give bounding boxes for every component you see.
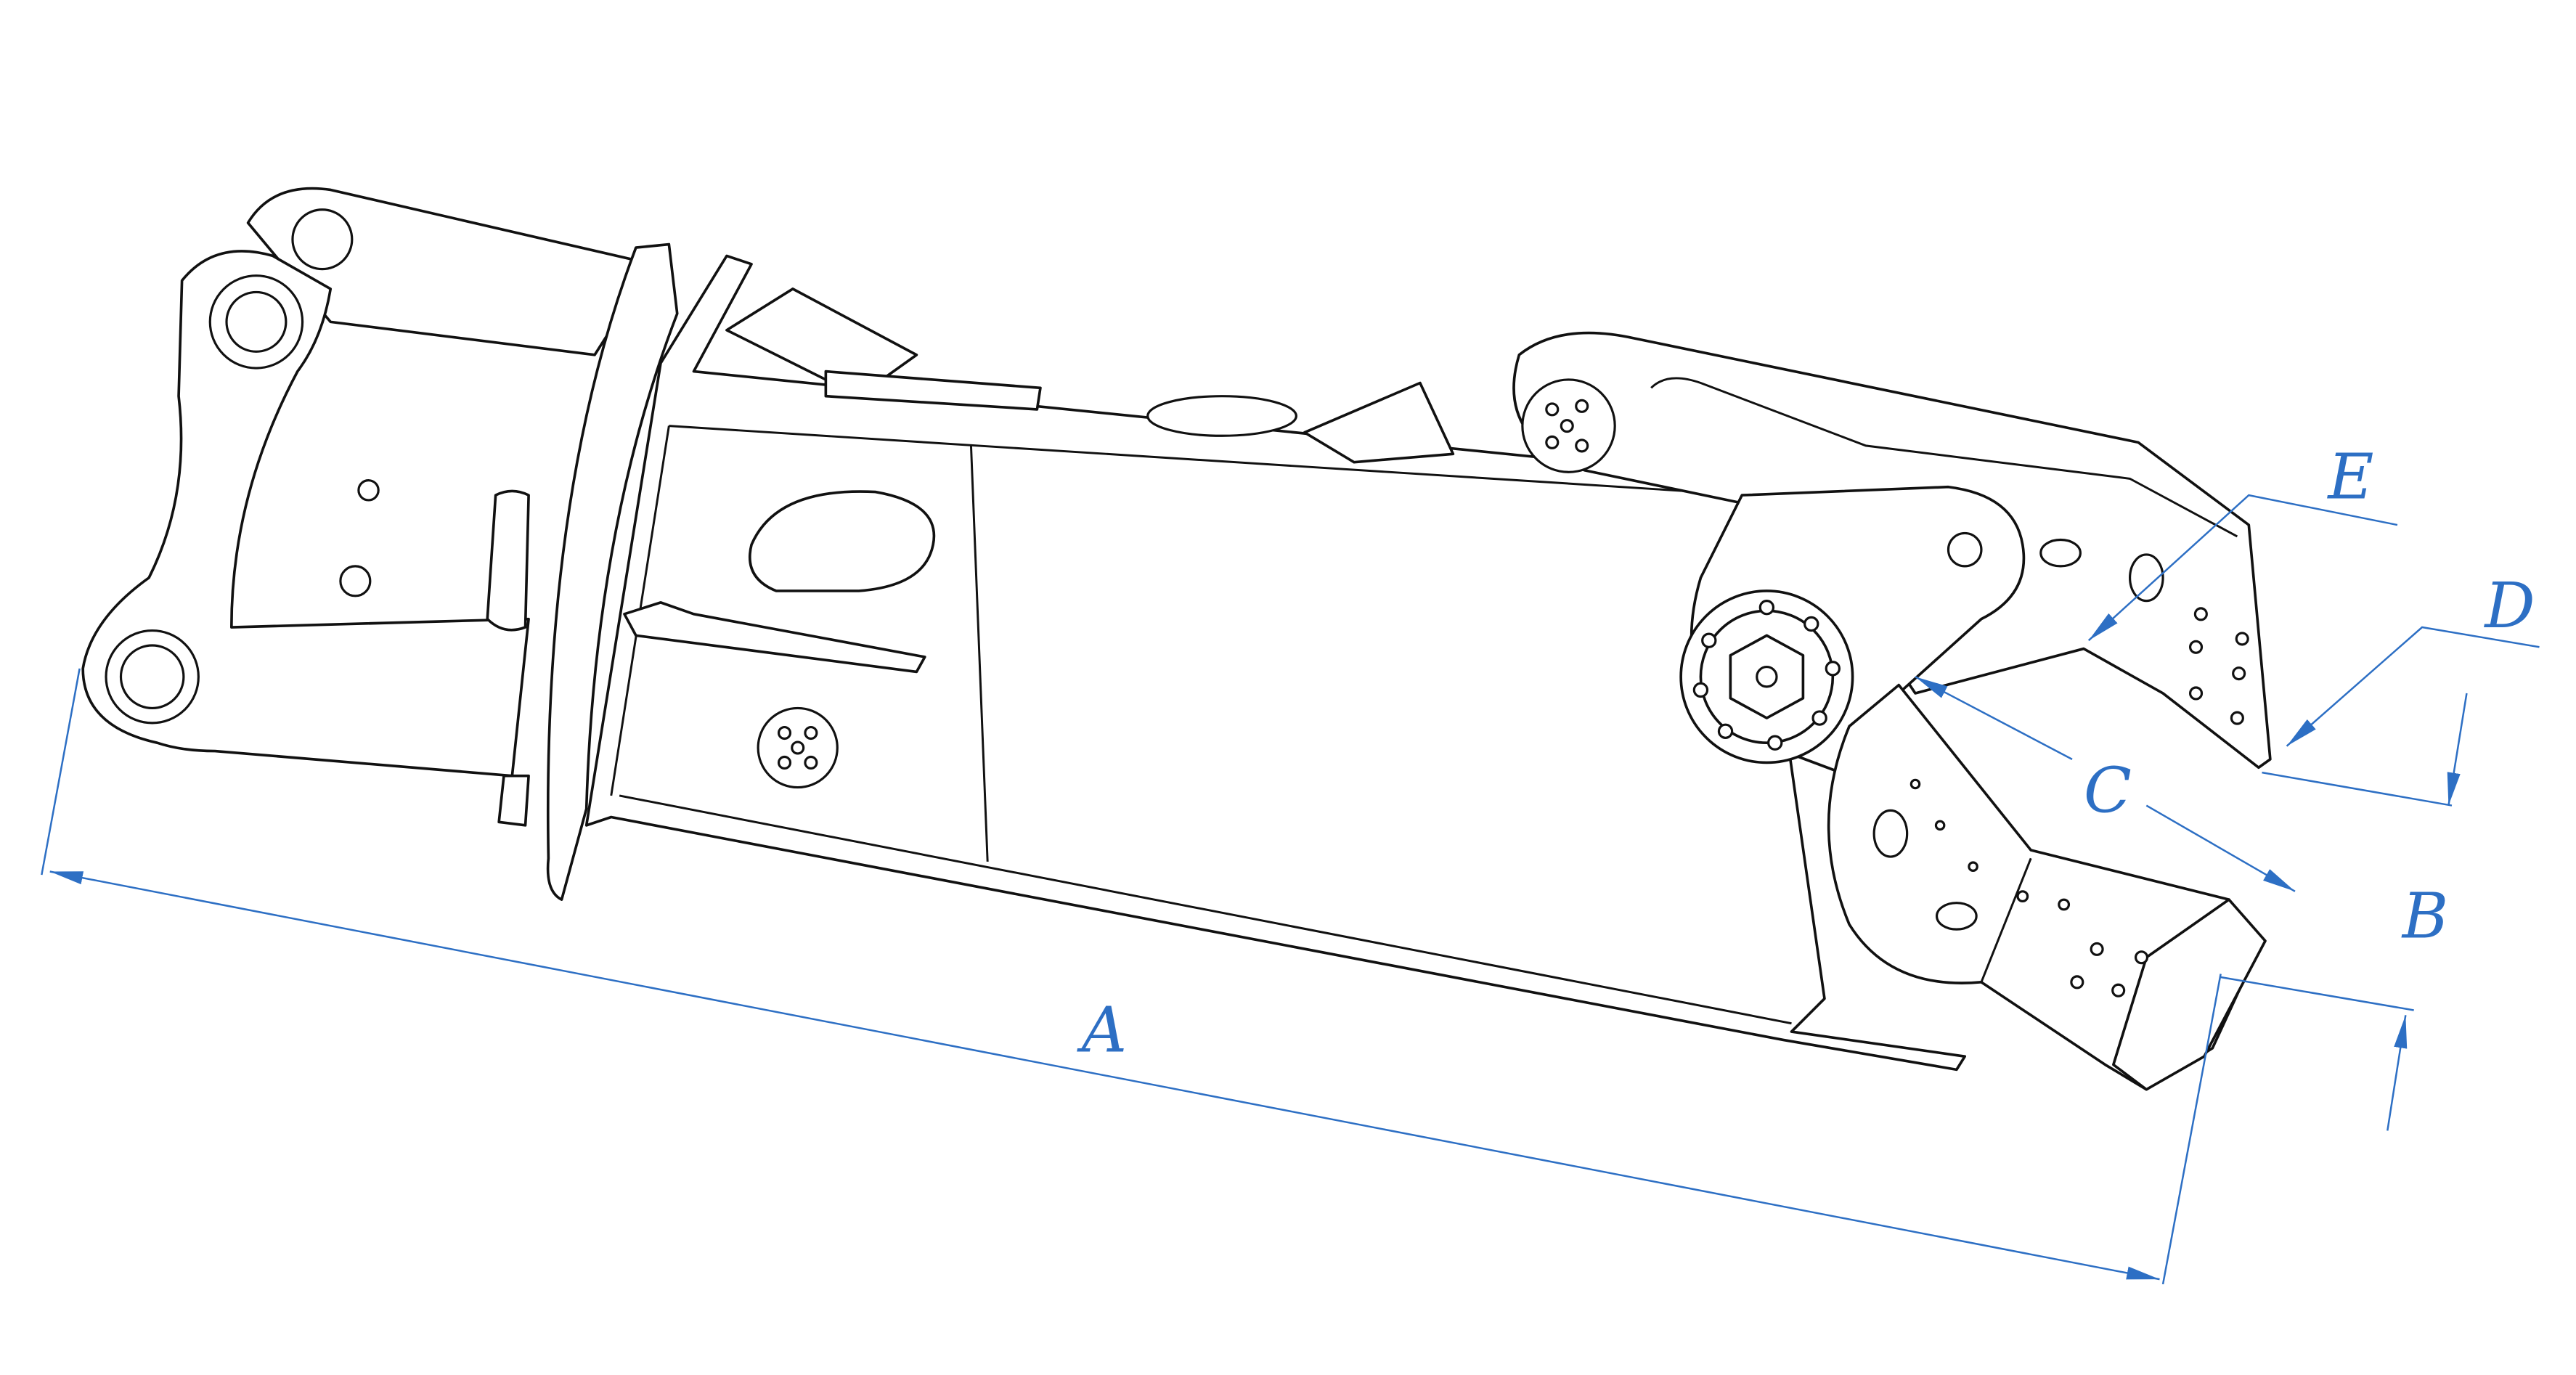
dimension-e: E [2087, 441, 2398, 642]
pivot-hub [1679, 485, 2026, 778]
label-b: B [2401, 880, 2448, 952]
mount-bracket [81, 187, 654, 778]
label-c: C [2084, 755, 2132, 828]
dimension-a: A [41, 668, 2222, 1285]
hub-bolts [1692, 600, 1841, 751]
main-body [584, 254, 1967, 1072]
dimension-b: B [2220, 693, 2468, 1131]
dimension-d: D [2286, 570, 2540, 747]
label-e: E [2326, 441, 2373, 514]
dimension-c: C [1915, 676, 2296, 892]
label-d: D [2483, 570, 2535, 642]
upper-blade-bolts [2188, 607, 2249, 725]
label-a: A [1077, 994, 1127, 1066]
